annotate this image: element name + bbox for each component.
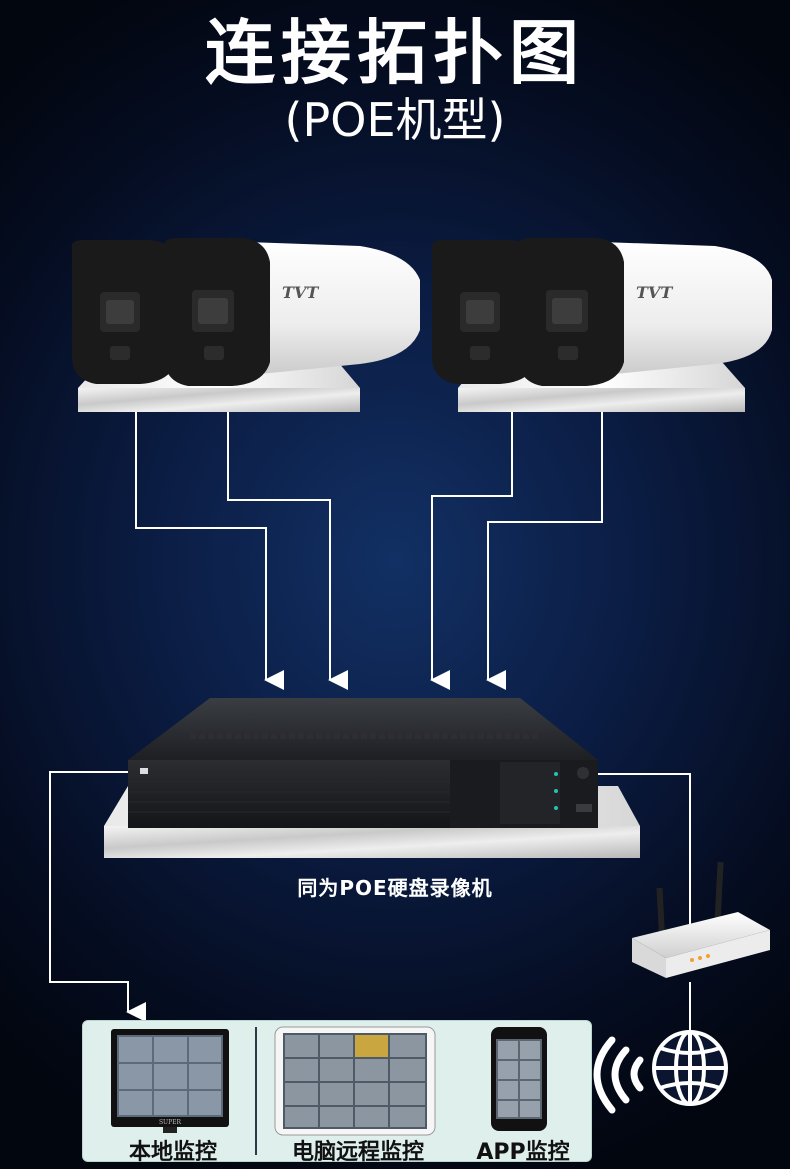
nvr-device <box>128 698 598 828</box>
line-camera-3 <box>430 412 513 690</box>
globe-icon <box>652 1030 728 1106</box>
camera-4: TVT <box>517 238 772 386</box>
camera-connections <box>135 412 603 690</box>
wifi-signal-icon <box>593 1036 644 1114</box>
camera-2: TVT <box>163 238 420 386</box>
monitoring-panel: SUPER 本地监控 电脑 <box>82 1020 592 1165</box>
line-camera-1 <box>135 412 284 690</box>
local-monitor-device: SUPER <box>111 1029 229 1133</box>
line-camera-2 <box>227 412 348 690</box>
camera-brand-logo: TVT <box>636 283 673 302</box>
line-nvr-to-router <box>598 773 691 932</box>
line-camera-4 <box>486 412 603 690</box>
pc-remote-monitor-label: 电脑远程监控 <box>291 1140 424 1165</box>
page-title: 连接拓扑图 <box>205 12 585 94</box>
nvr-label: 同为POE硬盘录像机 <box>297 876 493 900</box>
monitor-brand: SUPER <box>159 1119 182 1126</box>
camera-brand-logo: TVT <box>282 283 319 302</box>
page-subtitle: (POE机型) <box>284 93 506 147</box>
app-monitor-label: APP监控 <box>476 1140 570 1165</box>
local-monitor-label: 本地监控 <box>128 1140 217 1165</box>
line-nvr-to-local <box>49 771 146 1022</box>
phone-device <box>491 1027 547 1131</box>
router-icon <box>632 861 770 978</box>
tablet-device <box>274 1026 436 1136</box>
monitor-devices: SUPER <box>111 1026 547 1136</box>
panel-divider <box>255 1027 257 1155</box>
